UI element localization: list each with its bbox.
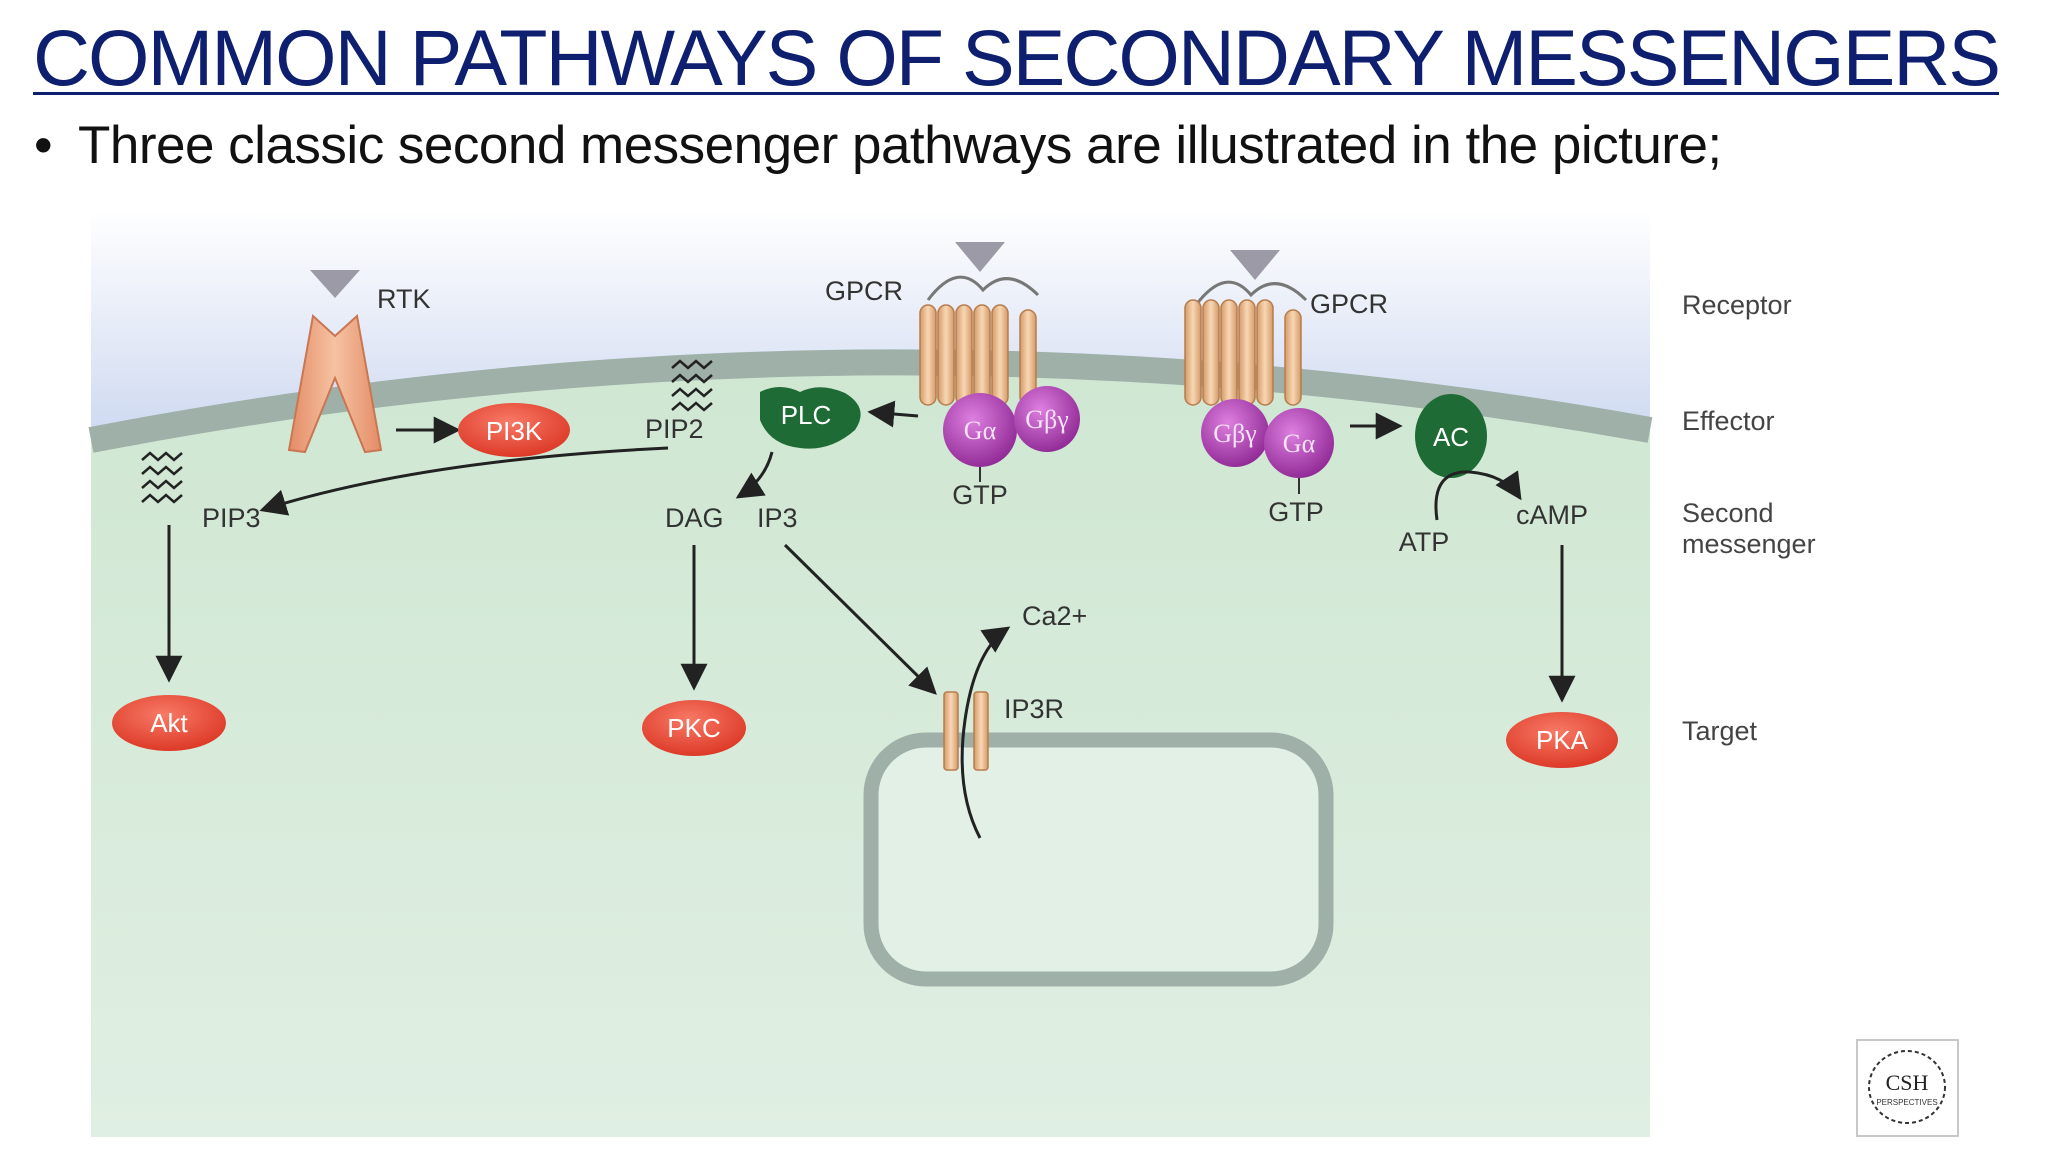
row-label-second-messenger-1: Second (1682, 498, 1774, 528)
ac-node (1415, 394, 1487, 478)
g-betagamma-label: Gβγ (1025, 405, 1069, 434)
bullet-label: Three classic second messenger pathways … (78, 116, 1722, 175)
pi3k-label: PI3K (486, 416, 543, 446)
akt-label: Akt (150, 708, 188, 738)
camp-label: cAMP (1516, 500, 1588, 530)
rtk-receptor-icon (287, 314, 383, 454)
ip3r-label: IP3R (1004, 694, 1064, 724)
row-label-effector: Effector (1682, 406, 1775, 436)
svg-text:PERSPECTIVES: PERSPECTIVES (1876, 1098, 1937, 1107)
galpha-to-plc-arrow (867, 400, 919, 428)
akt-node (112, 695, 226, 751)
pip3-label: PIP3 (202, 503, 261, 533)
csh-perspectives-logo: CSH PERSPECTIVES (1856, 1039, 1959, 1137)
ip3-to-ip3r-arrow (783, 543, 937, 695)
svg-text:CSH: CSH (1886, 1070, 1929, 1095)
bullet-text: •Three classic second messenger pathways… (34, 116, 1722, 175)
plc-node (760, 387, 861, 449)
ip3-receptor-channel-icon (943, 691, 989, 771)
pi3k-node (458, 403, 570, 457)
atp-to-camp-arrow (1434, 470, 1522, 521)
row-label-receptor: Receptor (1682, 290, 1792, 320)
pip2-zigzag-icon (671, 359, 713, 412)
gpcr-receptor-icon-2 (1184, 280, 1308, 406)
ac-label: AC (1433, 422, 1469, 452)
gpcr-label: GPCR (825, 276, 903, 306)
g-alpha-label-2: Gα (1283, 429, 1316, 458)
pkc-node (642, 700, 746, 756)
nucleus-er-compartment (863, 732, 1334, 987)
pip-zigzag-icon (141, 451, 183, 504)
pkc-label: PKC (667, 713, 720, 743)
g-alpha-label: Gα (964, 416, 997, 445)
g-betagamma-sphere (1014, 386, 1080, 452)
calcium-label: Ca2+ (1022, 601, 1087, 631)
g-alpha-sphere-2 (1264, 408, 1334, 478)
plc-label: PLC (781, 400, 832, 430)
ip3-label: IP3 (757, 503, 798, 533)
cytoplasm (91, 362, 1650, 1137)
g-alpha-sphere (943, 393, 1017, 467)
ligand-triangle-icon-2 (955, 242, 1005, 272)
slide-title: COMMON PATHWAYS OF SECONDARY MESSENGERS (33, 13, 2001, 102)
gtp-label: GTP (952, 480, 1008, 510)
pka-label: PKA (1536, 725, 1589, 755)
gpcr-label-2: GPCR (1310, 289, 1388, 319)
pip2-to-pip3-arrow (259, 446, 669, 516)
atp-label: ATP (1399, 527, 1450, 557)
rtk-label: RTK (377, 284, 431, 314)
ligand-triangle-icon-3 (1230, 250, 1280, 280)
dag-label: DAG (665, 503, 724, 533)
gtp-label-2: GTP (1268, 497, 1324, 527)
g-betagamma-label-2: Gβγ (1213, 419, 1257, 448)
calcium-release-arrow (960, 626, 1011, 839)
g-betagamma-sphere-2 (1201, 399, 1269, 467)
row-label-target: Target (1682, 716, 1758, 746)
row-label-second-messenger-2: messenger (1682, 529, 1816, 559)
pip2-label: PIP2 (645, 414, 704, 444)
ligand-triangle-icon (310, 270, 360, 298)
pka-node (1506, 712, 1618, 768)
plc-product-arrow (735, 451, 774, 499)
